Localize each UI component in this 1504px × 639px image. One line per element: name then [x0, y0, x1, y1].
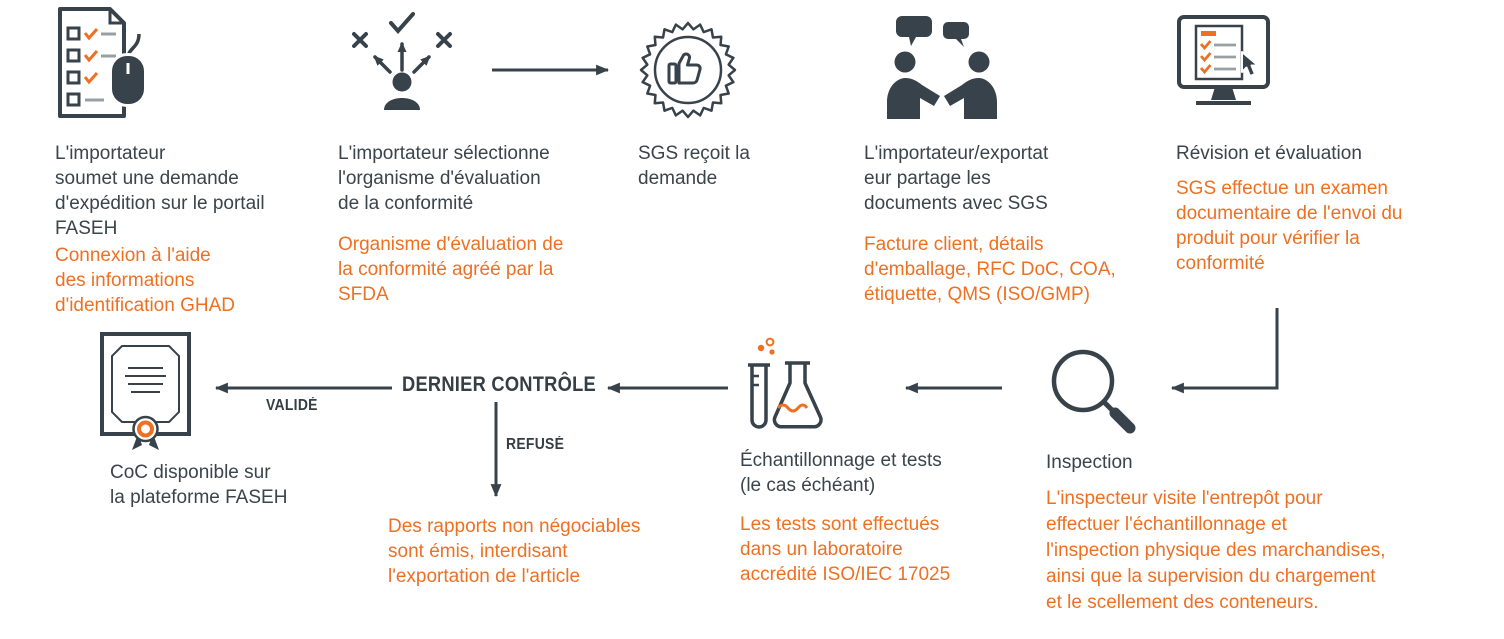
step-submit-note: Connexion à l'aide des informations d'id…	[55, 245, 235, 316]
inspection-magnifier-icon	[1042, 342, 1142, 447]
approved-branch-label: VALIDÉ	[266, 397, 318, 414]
certificate-icon	[98, 330, 193, 457]
review-monitor-icon	[1176, 14, 1271, 124]
step-sampling-note: Les tests sont effectués dans un laborat…	[740, 514, 951, 585]
step-review-title: Révision et évaluation	[1176, 143, 1362, 164]
step-share-documents-note: Facture client, détails d'emballage, RFC…	[864, 234, 1116, 305]
submit-request-icon	[52, 6, 152, 126]
step-select-cab-title: L'importateur sélectionne l'organisme d'…	[338, 143, 550, 214]
step-review-note: SGS effectue un examen documentaire de l…	[1176, 178, 1403, 274]
rejected-branch-label: REFUSÉ	[506, 436, 565, 453]
sgs-receives-badge-icon	[638, 20, 738, 125]
step-coc-title: CoC disponible sur la plateforme FASEH	[110, 462, 288, 508]
handshake-icon	[872, 14, 1012, 124]
step-sampling-title: Échantillonnage et tests (le cas échéant…	[740, 450, 942, 496]
final-check-label: DERNIER CONTRÔLE	[402, 372, 596, 396]
rejected-note: Des rapports non négociables sont émis, …	[388, 516, 641, 587]
select-cab-icon	[332, 10, 472, 115]
step-select-cab-note: Organisme d'évaluation de la conformité …	[338, 234, 564, 305]
step-sgs-receives-title: SGS reçoit la demande	[638, 143, 750, 189]
arrow-review-to-inspection	[1170, 308, 1279, 394]
step-inspection-title: Inspection	[1046, 452, 1133, 473]
lab-flask-icon	[744, 336, 839, 441]
step-share-documents-title: L'importateur/exportat eur partage les d…	[864, 143, 1049, 214]
step-submit-title: L'importateur soumet une demande d'expéd…	[55, 143, 265, 239]
step-inspection-note: L'inspecteur visite l'entrepôt pour effe…	[1046, 488, 1386, 613]
